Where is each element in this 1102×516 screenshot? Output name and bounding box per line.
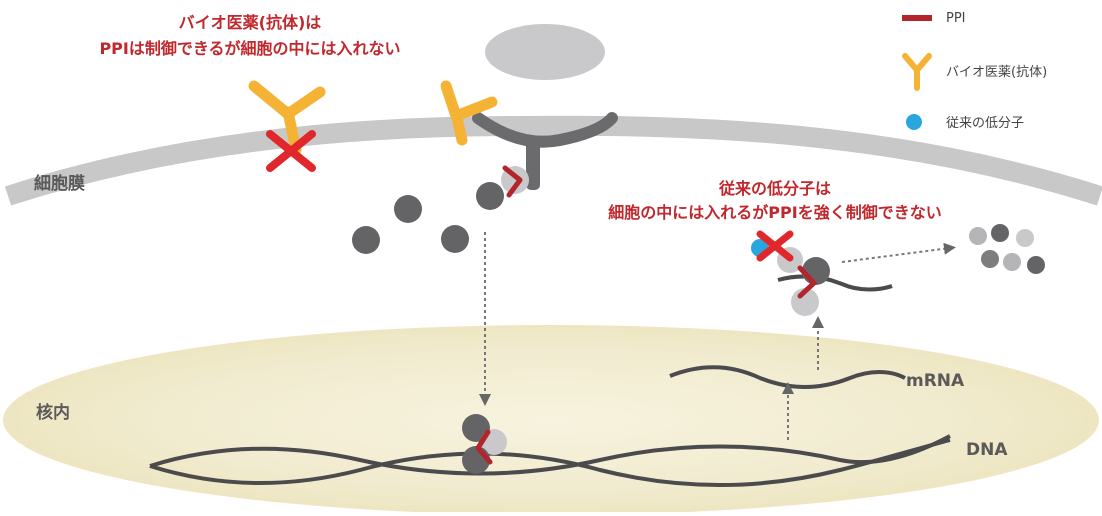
legend-small-molecule-label: 従来の低分子 — [946, 116, 1024, 131]
legend-antibody-label: バイオ医薬(抗体) — [946, 65, 1047, 80]
small-molecule-dot-icon — [906, 114, 922, 130]
dna-helix — [149, 434, 951, 487]
antibody-bound — [440, 80, 498, 146]
legend-ppi-label: PPI — [946, 11, 966, 26]
mrna-strand — [669, 365, 906, 389]
nucleus-label: 核内 — [36, 402, 70, 423]
protein-dark — [352, 226, 380, 254]
degraded-protein-cluster — [969, 224, 1045, 274]
small-molecule-annotation-line2: 細胞の中には入れるがPPIを強く制御できない — [608, 203, 941, 222]
dna-label: DNA — [966, 440, 1008, 460]
antibody-y-icon — [902, 53, 932, 91]
ligand — [485, 24, 605, 80]
legend: PPI バイオ医薬(抗体) 従来の低分子 — [902, 11, 1047, 131]
cell-membrane — [4, 115, 1102, 206]
dotted-arrow-icon — [841, 242, 956, 263]
red-cross-icon — [756, 230, 794, 262]
ppi-marker — [502, 165, 523, 198]
membrane-receptor — [472, 112, 618, 190]
mrna-label: mRNA — [906, 371, 965, 391]
membrane-label: 細胞膜 — [34, 173, 85, 194]
small-molecule-annotation-line1: 従来の低分子は — [718, 179, 831, 198]
antibody-annotation-line2: PPIは制御できるが細胞の中には入れない — [99, 39, 400, 58]
protein-dark — [394, 195, 422, 223]
protein-complex-dna — [462, 414, 507, 474]
antibody-annotation-line1: バイオ医薬(抗体)は — [179, 13, 322, 32]
ppi-bar-icon — [902, 15, 932, 21]
nucleus — [3, 325, 1099, 515]
protein-dark — [476, 182, 504, 210]
protein-dark — [441, 225, 469, 253]
red-cross-icon — [266, 130, 316, 172]
